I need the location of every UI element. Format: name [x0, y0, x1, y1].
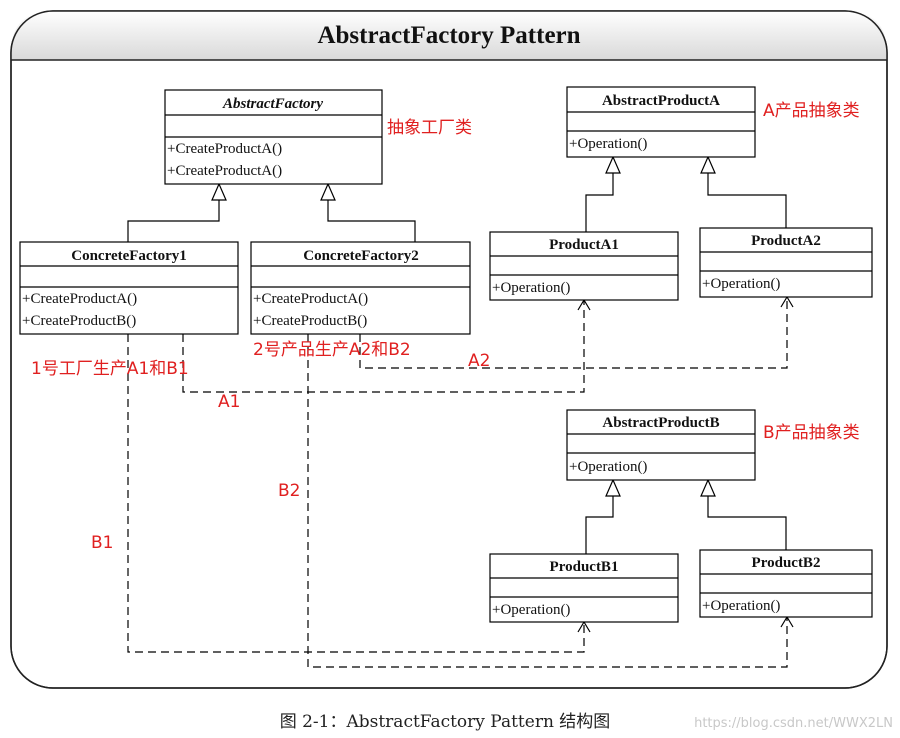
class-operation: +CreateProductA() — [22, 291, 137, 307]
class-operation: +CreateProductA() — [167, 163, 282, 179]
class-abstract-factory: AbstractFactory +CreateProductA() +Creat… — [164, 89, 383, 185]
class-operation: +Operation() — [492, 280, 570, 296]
dep-line-factory1-a1 — [182, 300, 585, 393]
inherit-line-product-b1 — [585, 496, 614, 554]
class-operation: +Operation() — [702, 598, 780, 614]
triangle-factory2 — [320, 182, 336, 201]
class-product-a2: ProductA2 +Operation() — [699, 227, 873, 298]
label-a2: A2 — [468, 351, 490, 371]
note-product-a: A产品抽象类 — [763, 101, 860, 121]
class-name: ProductA1 — [549, 237, 619, 253]
class-name: ProductB1 — [550, 559, 619, 575]
class-concrete-factory-1: ConcreteFactory1 +CreateProductA() +Crea… — [19, 241, 239, 335]
class-name: AbstractFactory — [222, 96, 323, 112]
class-operation: +Operation() — [702, 276, 780, 292]
triangle-factory1 — [211, 182, 227, 201]
class-product-a1: ProductA1 +Operation() — [489, 231, 679, 301]
class-concrete-factory-2: ConcreteFactory2 +CreateProductA() +Crea… — [250, 241, 471, 335]
class-name: AbstractProductA — [602, 93, 720, 109]
class-operation: +CreateProductB() — [22, 313, 136, 329]
dep-line-factory2-a2 — [359, 297, 788, 369]
class-operation: +Operation() — [569, 136, 647, 152]
inheritance-triangles — [211, 155, 716, 497]
class-product-b1: ProductB1 +Operation() — [489, 553, 679, 623]
triangle-product-b1 — [605, 478, 621, 497]
note-product-b: B产品抽象类 — [763, 423, 860, 443]
note-abstract-factory: 抽象工厂类 — [387, 118, 472, 138]
note-factory-1: 1号工厂生产A1和B1 — [31, 359, 189, 379]
class-abstract-product-a: AbstractProductA +Operation() — [566, 86, 756, 158]
inherit-line-product-a2 — [707, 173, 787, 228]
annotations: 抽象工厂类 A产品抽象类 B产品抽象类 1号工厂生产A1和B1 2号产品生产A2… — [31, 101, 860, 553]
class-name: ProductB2 — [752, 555, 821, 571]
inheritance-lines — [127, 173, 787, 554]
inherit-line-factory2 — [327, 200, 416, 242]
triangle-product-a1 — [605, 155, 621, 174]
dep-line-factory1-b1 — [127, 334, 585, 653]
class-product-b2: ProductB2 +Operation() — [699, 549, 873, 618]
figure-caption: 图 2-1：AbstractFactory Pattern 结构图 — [280, 712, 611, 732]
frame-title: AbstractFactory Pattern — [317, 22, 580, 49]
triangle-product-b2 — [700, 478, 716, 497]
class-operation: +Operation() — [492, 602, 570, 618]
inherit-line-factory1 — [127, 200, 220, 242]
label-b1: B1 — [91, 533, 113, 553]
inherit-line-product-a1 — [585, 173, 614, 232]
class-abstract-product-b: AbstractProductB +Operation() — [566, 409, 756, 481]
dep-line-factory2-b2 — [307, 334, 788, 668]
class-name: ConcreteFactory2 — [303, 248, 419, 264]
inherit-line-product-b2 — [707, 496, 787, 550]
label-a1: A1 — [218, 392, 240, 412]
class-operation: +CreateProductA() — [167, 141, 282, 157]
class-name: ConcreteFactory1 — [71, 248, 187, 264]
triangle-product-a2 — [700, 155, 716, 174]
watermark: https://blog.csdn.net/WWX2LN — [694, 716, 893, 731]
note-factory-2: 2号产品生产A2和B2 — [253, 340, 411, 360]
class-name: AbstractProductB — [602, 415, 719, 431]
dependency-lines — [127, 295, 794, 668]
label-b2: B2 — [278, 481, 300, 501]
class-operation: +CreateProductA() — [253, 291, 368, 307]
class-name: ProductA2 — [751, 233, 821, 249]
class-operation: +CreateProductB() — [253, 313, 367, 329]
class-operation: +Operation() — [569, 459, 647, 475]
